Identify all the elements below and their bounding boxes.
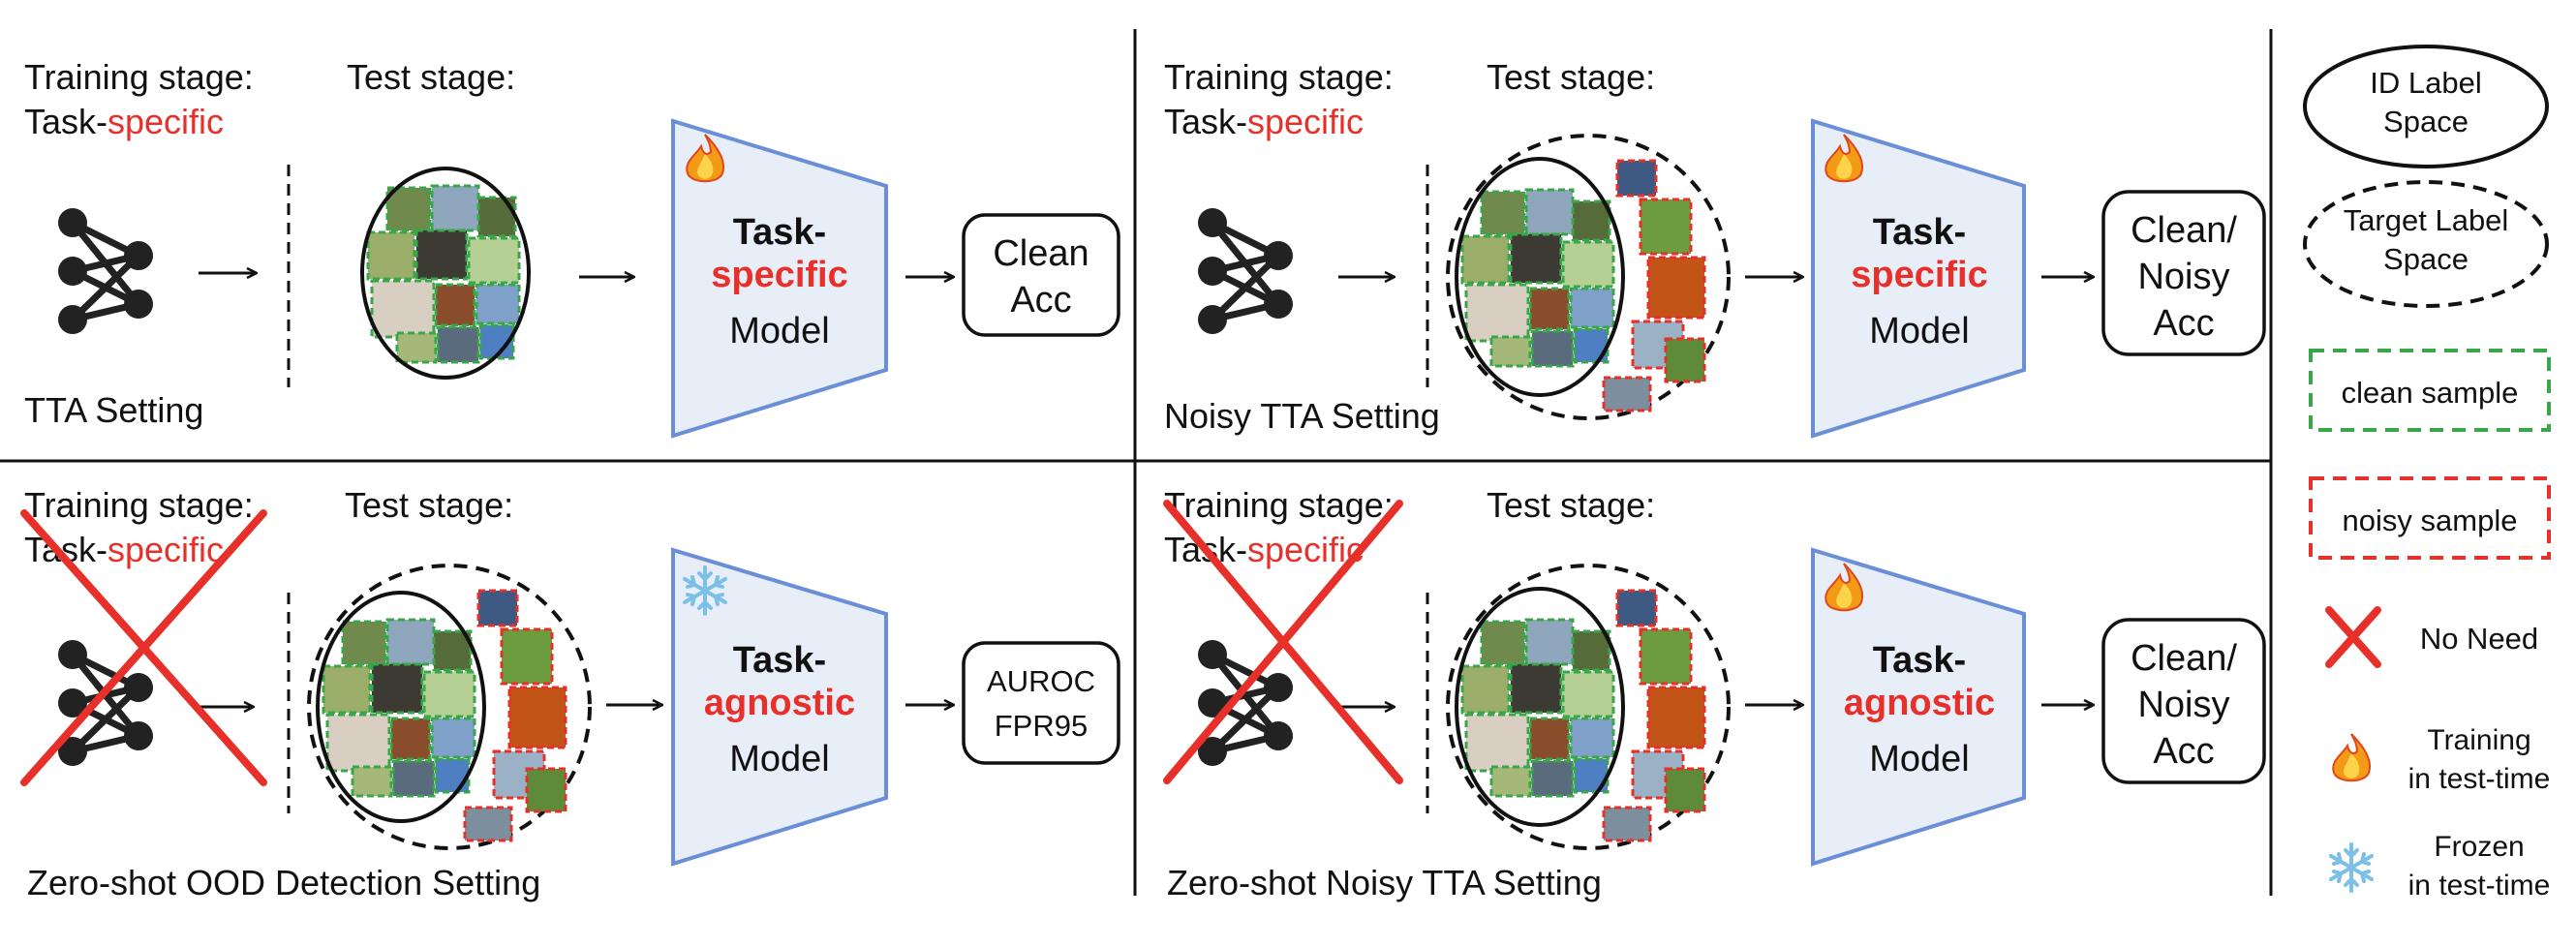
model-block <box>671 547 888 867</box>
model-label-bottom: Model <box>729 739 830 779</box>
model-label-type: agnostic <box>1844 683 1995 723</box>
cross-icon <box>2325 606 2381 668</box>
setting-title: TTA Setting <box>24 390 203 430</box>
model-label-type: agnostic <box>704 683 855 723</box>
test-stage-label: Test stage: <box>347 57 515 97</box>
svg-text:noisy sample: noisy sample <box>2343 504 2518 537</box>
no-need-cross-icon <box>1163 500 1403 784</box>
result-box <box>2101 618 2266 784</box>
svg-text:Training: Training <box>2427 724 2530 756</box>
model-label-type: specific <box>711 255 848 295</box>
panel-zero-shot-noisy-tta: Training stage: Task-specific Test stage… <box>1163 485 2266 902</box>
flame-icon <box>2332 733 2372 782</box>
setting-title: Zero-shot OOD Detection Setting <box>27 863 540 902</box>
setting-title: Zero-shot Noisy TTA Setting <box>1167 863 1602 902</box>
target-sample-set <box>307 564 592 850</box>
model-block <box>1811 118 2026 439</box>
training-stage-label: Training stage: <box>1164 57 1394 97</box>
legend-no-need: No Need <box>2325 606 2538 668</box>
svg-text:No Need: No Need <box>2420 622 2538 656</box>
task-specific-label: Task-specific <box>24 102 224 141</box>
training-stage-label: Training stage: <box>24 485 254 525</box>
legend-noisy-sample: noisy sample <box>2309 476 2551 560</box>
setting-title: Noisy TTA Setting <box>1164 396 1440 436</box>
svg-text:ID Label: ID Label <box>2370 66 2481 100</box>
model-block <box>671 118 888 439</box>
result-box <box>2101 190 2266 356</box>
model-label-type: specific <box>1851 255 1988 295</box>
legend-target-label-space: Target Label Space <box>2303 180 2549 308</box>
model-label-top: Task- <box>1873 212 1966 253</box>
result-line-2: Noisy <box>2137 685 2229 725</box>
legend-frozen: Frozen in test-time <box>2329 831 2551 901</box>
result-line-2: Acc <box>1010 280 1071 321</box>
legend-training: Training in test-time <box>2332 724 2551 795</box>
model-label-bottom: Model <box>1869 739 1970 779</box>
target-sample-set <box>1446 134 1731 420</box>
svg-text:Target Label: Target Label <box>2344 203 2509 237</box>
no-need-cross-icon <box>20 509 267 786</box>
task-specific-label: Task-specific <box>1164 102 1364 141</box>
id-sample-set <box>360 167 531 380</box>
model-label-bottom: Model <box>729 311 830 351</box>
svg-text:in test-time: in test-time <box>2408 870 2551 901</box>
snowflake-icon <box>2329 842 2374 893</box>
result-line-1: AUROC <box>987 664 1095 698</box>
task-specific-label: Task-specific <box>24 530 224 569</box>
svg-text:in test-time: in test-time <box>2408 763 2551 795</box>
panel-tta: Training stage: Task-specific Test stage… <box>24 57 1120 439</box>
svg-text:Space: Space <box>2383 105 2469 138</box>
model-block <box>1811 547 2026 867</box>
result-box <box>962 213 1120 337</box>
svg-text:Frozen: Frozen <box>2434 831 2524 863</box>
test-stage-label: Test stage: <box>345 485 513 525</box>
training-stage-label: Training stage: <box>1164 485 1394 525</box>
panel-noisy-tta: Training stage: Task-specific Test stage… <box>1164 57 2266 439</box>
result-line-1: Clean/ <box>2131 210 2237 251</box>
legend-clean-sample: clean sample <box>2309 349 2551 432</box>
model-label-top: Task- <box>733 212 826 253</box>
target-sample-set <box>1446 564 1731 850</box>
result-line-3: Acc <box>2153 731 2214 772</box>
result-line-2: FPR95 <box>995 709 1088 743</box>
neural-network-icon <box>1198 208 1293 334</box>
result-line-1: Clean <box>993 233 1089 274</box>
legend-id-label-space: ID Label Space <box>2303 45 2549 168</box>
training-stage-label: Training stage: <box>24 57 254 97</box>
svg-text:clean sample: clean sample <box>2342 376 2519 410</box>
result-box <box>962 641 1120 765</box>
result-line-1: Clean/ <box>2131 638 2237 679</box>
neural-network-icon <box>58 208 153 334</box>
result-line-2: Noisy <box>2137 257 2229 297</box>
model-label-top: Task- <box>733 640 826 681</box>
legend: ID Label Space Target Label Space clean … <box>2303 45 2551 901</box>
model-label-bottom: Model <box>1869 311 1970 351</box>
test-stage-label: Test stage: <box>1487 57 1655 97</box>
model-label-top: Task- <box>1873 640 1966 681</box>
result-line-3: Acc <box>2153 303 2214 344</box>
test-stage-label: Test stage: <box>1487 485 1655 525</box>
svg-text:Space: Space <box>2383 242 2469 276</box>
panel-zero-shot-ood: Training stage: Task-specific Test stage… <box>20 485 1120 902</box>
neural-network-icon <box>1198 640 1293 766</box>
